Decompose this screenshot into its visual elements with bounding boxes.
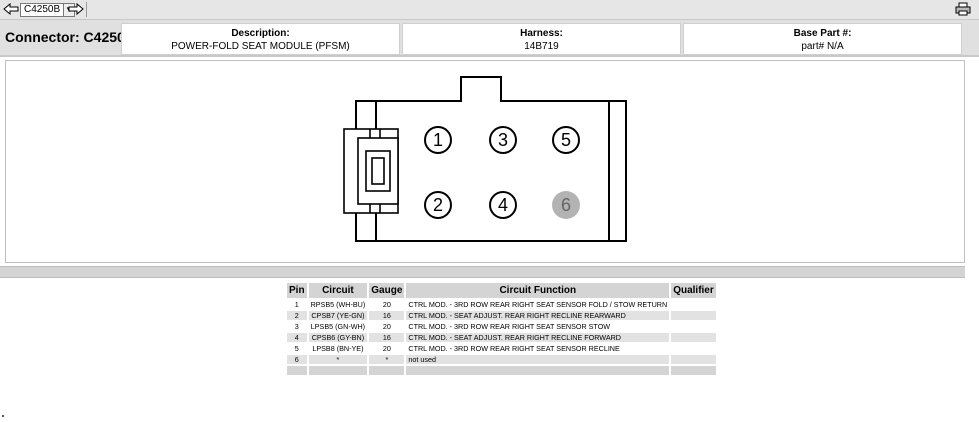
pin-2-circle bbox=[424, 191, 452, 219]
description-box: Description: POWER-FOLD SEAT MODULE (PFS… bbox=[121, 23, 400, 55]
cell-qualifier bbox=[671, 355, 716, 364]
table-row: 3 LPSB5 (GN-WH) 20 CTRL MOD. - 3RD ROW R… bbox=[287, 322, 716, 331]
toolbar: C4250B ▼ bbox=[0, 0, 979, 20]
footer-cell bbox=[369, 366, 405, 375]
cell-gauge: 16 bbox=[369, 333, 405, 342]
pin-table: Pin Circuit Gauge Circuit Function Quali… bbox=[285, 281, 718, 377]
cell-pin: 1 bbox=[287, 300, 307, 309]
cell-gauge: 20 bbox=[369, 322, 405, 331]
base-part-label: Base Part #: bbox=[793, 28, 852, 39]
cell-pin: 3 bbox=[287, 322, 307, 331]
footer-cell bbox=[671, 366, 716, 375]
pin-6-label: 6 bbox=[561, 195, 571, 215]
col-header-circuit: Circuit bbox=[308, 283, 368, 298]
cell-function: CTRL MOD. - 3RD ROW REAR RIGHT SEAT SENS… bbox=[406, 344, 670, 353]
cell-gauge: 16 bbox=[369, 311, 405, 320]
cell-pin: 5 bbox=[287, 344, 307, 353]
cell-circuit: LPSB8 (BN-YE) bbox=[308, 344, 368, 353]
cell-function: not used bbox=[406, 355, 670, 364]
pin-1-circle bbox=[424, 126, 452, 154]
cell-qualifier bbox=[671, 333, 716, 342]
printer-icon[interactable] bbox=[955, 2, 971, 16]
cell-qualifier bbox=[671, 300, 716, 309]
table-row: 1 RPSB5 (WH-BU) 20 CTRL MOD. - 3RD ROW R… bbox=[287, 300, 716, 309]
footer-cell bbox=[287, 366, 307, 375]
col-header-qualifier: Qualifier bbox=[671, 283, 716, 298]
connector-face-drawing: 1 3 5 2 4 6 bbox=[343, 76, 627, 242]
pin-4-label: 4 bbox=[498, 195, 508, 215]
pin-5-circle bbox=[552, 126, 580, 154]
description-label: Description: bbox=[231, 28, 290, 39]
cell-qualifier bbox=[671, 311, 716, 320]
pin-table-header-row: Pin Circuit Gauge Circuit Function Quali… bbox=[287, 283, 716, 298]
table-footer-row bbox=[287, 366, 716, 375]
col-header-gauge: Gauge bbox=[369, 283, 405, 298]
pin-3-circle bbox=[489, 126, 517, 154]
harness-value: 14B719 bbox=[524, 41, 559, 52]
harness-box: Harness: 14B719 bbox=[402, 23, 681, 55]
table-row: 5 LPSB8 (BN-YE) 20 CTRL MOD. - 3RD ROW R… bbox=[287, 344, 716, 353]
cell-circuit: CPSB6 (GY-BN) bbox=[308, 333, 368, 342]
locking-latch bbox=[343, 128, 399, 214]
cell-qualifier bbox=[671, 344, 716, 353]
connector-select[interactable]: C4250B ▼ bbox=[20, 3, 76, 17]
toolbar-divider bbox=[86, 2, 87, 17]
back-arrow-icon[interactable] bbox=[3, 2, 19, 16]
footer-cell bbox=[406, 366, 670, 375]
cell-gauge: 20 bbox=[369, 344, 405, 353]
table-row: 4 CPSB6 (GY-BN) 16 CTRL MOD. - SEAT ADJU… bbox=[287, 333, 716, 342]
cell-circuit: CPSB7 (YE-GN) bbox=[308, 311, 368, 320]
pin-6-circle-unused bbox=[552, 191, 580, 219]
cell-gauge: * bbox=[369, 355, 405, 364]
pin-1-label: 1 bbox=[433, 130, 443, 150]
cell-function: CTRL MOD. - 3RD ROW REAR RIGHT SEAT SENS… bbox=[406, 300, 670, 309]
cell-pin: 2 bbox=[287, 311, 307, 320]
table-row: 2 CPSB7 (YE-GN) 16 CTRL MOD. - SEAT ADJU… bbox=[287, 311, 716, 320]
pin-2-label: 2 bbox=[433, 195, 443, 215]
page-corner-dot bbox=[2, 415, 4, 417]
cell-circuit: * bbox=[308, 355, 368, 364]
pin-3-label: 3 bbox=[498, 130, 508, 150]
separator-bar bbox=[0, 266, 965, 278]
connector-diagram: 1 3 5 2 4 6 bbox=[5, 60, 965, 263]
cell-function: CTRL MOD. - SEAT ADJUST. REAR RIGHT RECL… bbox=[406, 311, 670, 320]
cell-circuit: RPSB5 (WH-BU) bbox=[308, 300, 368, 309]
cell-circuit: LPSB5 (GN-WH) bbox=[308, 322, 368, 331]
description-value: POWER-FOLD SEAT MODULE (PFSM) bbox=[171, 41, 350, 52]
connector-select-value: C4250B bbox=[24, 4, 61, 15]
cell-pin: 6 bbox=[287, 355, 307, 364]
pin-4-circle bbox=[489, 191, 517, 219]
base-part-box: Base Part #: part# N/A bbox=[683, 23, 962, 55]
connector-header: Connector: C4250B Description: POWER-FOL… bbox=[0, 20, 979, 57]
col-header-pin: Pin bbox=[287, 283, 307, 298]
table-row: 6 * * not used bbox=[287, 355, 716, 364]
cell-gauge: 20 bbox=[369, 300, 405, 309]
footer-cell bbox=[308, 366, 368, 375]
cell-function: CTRL MOD. - 3RD ROW REAR RIGHT SEAT SENS… bbox=[406, 322, 670, 331]
base-part-value: part# N/A bbox=[801, 41, 844, 52]
pin-5-label: 5 bbox=[561, 130, 571, 150]
cell-function: CTRL MOD. - SEAT ADJUST. REAR RIGHT RECL… bbox=[406, 333, 670, 342]
col-header-circuit-function: Circuit Function bbox=[406, 283, 670, 298]
forward-arrow-icon[interactable] bbox=[68, 2, 84, 16]
cell-pin: 4 bbox=[287, 333, 307, 342]
harness-label: Harness: bbox=[520, 28, 563, 39]
cell-qualifier bbox=[671, 322, 716, 331]
connector-title: Connector: C4250B bbox=[5, 29, 135, 45]
